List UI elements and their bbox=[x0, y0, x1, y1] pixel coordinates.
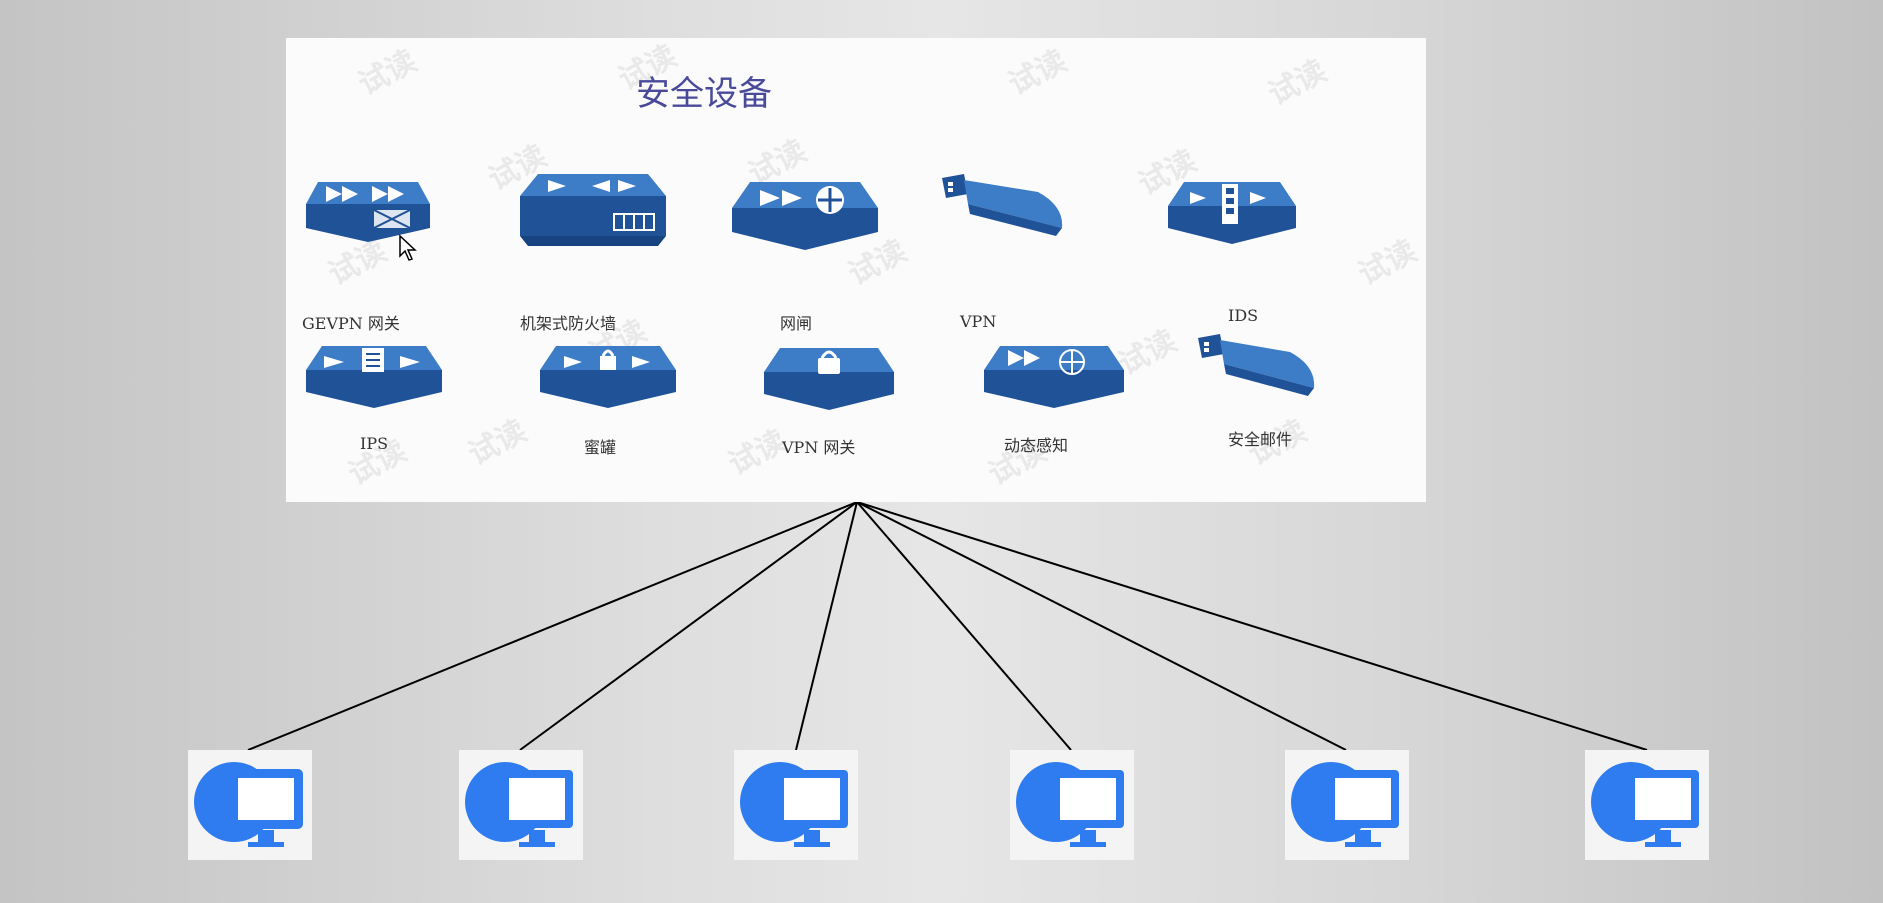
honeypot-utm-icon bbox=[540, 346, 676, 408]
device-label: IPS bbox=[360, 434, 389, 453]
mouse-cursor-icon bbox=[399, 234, 417, 261]
device-label: GEVPN 网关 bbox=[302, 314, 400, 333]
terminal-computer[interactable] bbox=[459, 750, 583, 860]
computer-icon bbox=[465, 762, 573, 847]
vpn-gateway-lock-icon bbox=[764, 348, 894, 410]
watermark: 试读 bbox=[352, 43, 423, 103]
computer-icon bbox=[194, 762, 303, 847]
gatekeeper-icon bbox=[732, 182, 878, 250]
connection-line bbox=[247, 501, 858, 751]
device-label: VPN bbox=[960, 312, 997, 331]
computer-icon bbox=[740, 762, 848, 847]
computer-icon bbox=[1291, 762, 1399, 847]
connection-line bbox=[519, 501, 858, 751]
connection-line bbox=[856, 501, 1347, 751]
vpn-usb-icon bbox=[942, 174, 1063, 236]
connection-line bbox=[856, 501, 1072, 751]
device-label: 安全邮件 bbox=[1228, 430, 1293, 449]
security-devices-panel: 试读 试读 试读 试读 试读 试读 试读 试读 试读 试读 试读 试读 试读 试… bbox=[286, 38, 1426, 502]
device-label: 蜜罐 bbox=[584, 438, 617, 457]
device-label: VPN 网关 bbox=[782, 438, 856, 457]
computer-icon bbox=[1016, 762, 1124, 847]
terminal-computer[interactable] bbox=[1010, 750, 1134, 860]
device-label: 动态感知 bbox=[1004, 436, 1069, 455]
ids-icon bbox=[1168, 182, 1296, 244]
gevpn-gateway-icon bbox=[306, 182, 430, 242]
connection-line bbox=[856, 501, 1648, 751]
secure-mail-icon bbox=[1198, 334, 1315, 396]
terminal-computer[interactable] bbox=[1585, 750, 1709, 860]
connection-line bbox=[795, 501, 858, 751]
watermark: 试读 bbox=[1002, 43, 1073, 103]
ips-icon bbox=[306, 346, 442, 408]
panel-title: 安全设备 bbox=[636, 74, 772, 114]
terminal-computer[interactable] bbox=[1285, 750, 1409, 860]
device-label: 网闸 bbox=[780, 314, 813, 333]
computer-icon bbox=[1591, 762, 1699, 847]
terminal-computer[interactable] bbox=[734, 750, 858, 860]
dynamic-sensing-icon bbox=[984, 346, 1124, 408]
watermark: 试读 bbox=[1262, 53, 1333, 113]
terminal-computer[interactable] bbox=[188, 750, 312, 860]
rack-firewall-icon bbox=[520, 174, 666, 246]
watermark: 试读 bbox=[1352, 233, 1423, 293]
device-label: 机架式防火墙 bbox=[520, 314, 617, 333]
watermark: 试读 bbox=[462, 413, 533, 473]
device-label: IDS bbox=[1228, 306, 1259, 325]
